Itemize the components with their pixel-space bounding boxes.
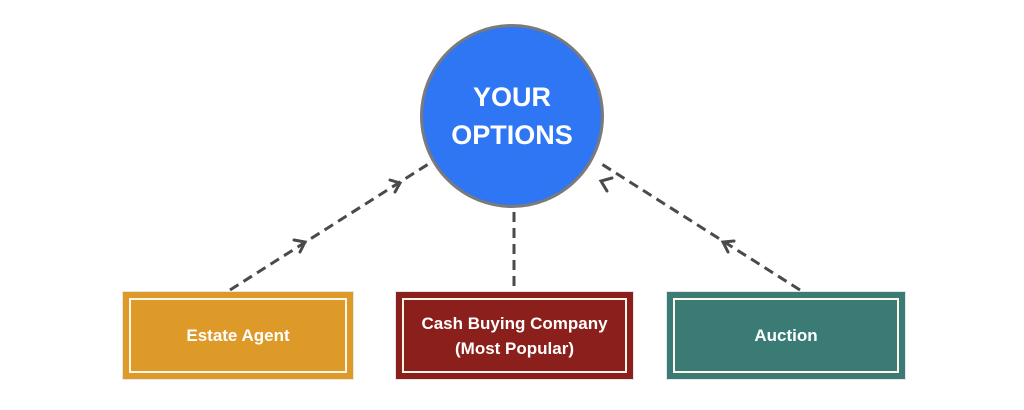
- option-estate-agent: Estate Agent: [123, 292, 353, 379]
- arrow-head-icon: [388, 178, 403, 194]
- arrow-head-icon: [598, 176, 614, 193]
- arrow-head-icon: [292, 238, 308, 254]
- option-label: Auction: [754, 326, 818, 345]
- connector-auction: [599, 161, 801, 292]
- option-cash-buying-company: Cash Buying Company (Most Popular): [396, 292, 633, 379]
- arrow-head-icon: [720, 239, 736, 254]
- option-label: Estate Agent: [186, 326, 290, 345]
- connector-estate-agent: [229, 161, 431, 292]
- option-auction: Auction: [667, 292, 905, 379]
- center-title-line1: YOUR: [472, 82, 551, 112]
- option-label: Cash Buying Company: [421, 313, 608, 333]
- option-sublabel: (Most Popular): [455, 338, 574, 358]
- your-options-circle: YOUR OPTIONS: [420, 24, 604, 208]
- center-title-line2: OPTIONS: [451, 120, 573, 150]
